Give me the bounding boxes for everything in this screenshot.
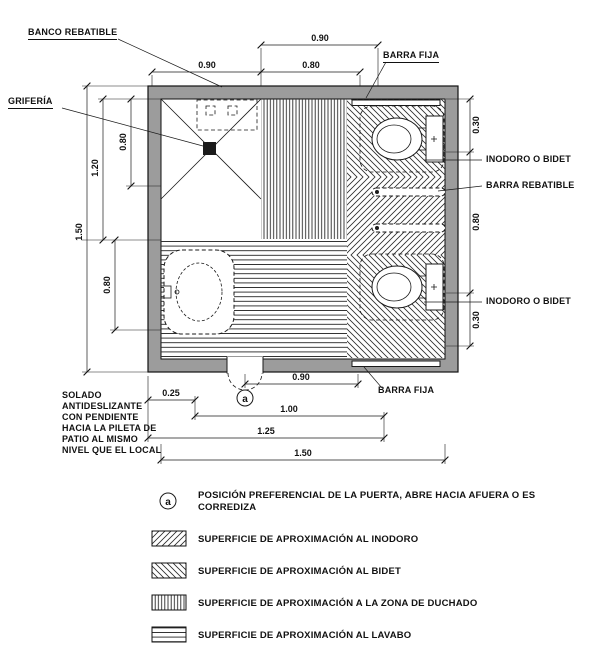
dim-bottom-100: 1.00 (280, 404, 298, 414)
folding-bar-2 (371, 223, 446, 233)
shower-area (160, 98, 262, 200)
toilet-clearance (359, 253, 445, 321)
leader-lines (61, 38, 483, 389)
lavatory-basin (175, 262, 223, 322)
legend-swatch-diagonal-hatch-left (151, 562, 187, 579)
legend-item-lavabo: SUPERFICIE DE APROXIMACIÓN AL LAVABO (198, 630, 412, 641)
legend-door-letter: a (165, 497, 171, 508)
lavatory-tap-icon (160, 285, 172, 299)
folding-bar-pivot (375, 190, 379, 194)
callout-inodoro-o-bidet-top: INODORO O BIDET (486, 154, 572, 164)
folding-bar-1 (371, 187, 446, 197)
door: a (226, 356, 264, 407)
dim-bottom-150: 1.50 (294, 448, 312, 458)
callout-inodoro-o-bidet-bottom: INODORO O BIDET (486, 296, 572, 306)
dimension-lines (86, 44, 471, 461)
legend-item-inodoro: SUPERFICIE DE APROXIMACIÓN AL INODORO (198, 534, 419, 545)
legend-door-marker (159, 492, 177, 510)
dimension-texts: 0.90 0.90 0.80 0.30 0.80 0.30 0.80 1.20 … (74, 33, 481, 458)
dim-top-left: 0.90 (198, 60, 216, 70)
legend-graphics: a (151, 492, 187, 643)
toilet-flush-icon (431, 136, 437, 142)
toilet-bowl-inner (376, 272, 412, 302)
dim-bottom-090: 0.90 (292, 372, 310, 382)
legend-swatch-diagonal-hatch-right (151, 530, 187, 547)
folding-bar-pivot (375, 226, 379, 230)
shower-approach-hatch (261, 99, 347, 239)
lavatory-drain-icon (174, 289, 180, 295)
dim-top-upper: 0.90 (311, 33, 329, 43)
door-opening (227, 356, 263, 374)
toilet-flush-icon (431, 284, 437, 290)
callout-griferia: GRIFERÍA (8, 96, 53, 109)
door-position-marker (236, 389, 254, 407)
grab-bars (351, 99, 446, 367)
dim-left-120: 1.20 (90, 159, 100, 177)
dim-bottom-025: 0.25 (162, 388, 180, 398)
callout-barra-rebatible: BARRA REBATIBLE (486, 180, 575, 190)
dim-top-mid: 0.80 (302, 60, 320, 70)
toilet-bowl (371, 265, 423, 309)
dim-right-top: 0.30 (471, 116, 481, 134)
legend-swatch-horizontal-lines (151, 626, 187, 643)
toilet-top (359, 105, 445, 173)
legend-item-duchado: SUPERFICIE DE APROXIMACIÓN A LA ZONA DE … (198, 598, 478, 609)
callout-barra-fija-top: BARRA FIJA (383, 50, 440, 63)
dim-left-inner-bottom: 0.80 (102, 276, 112, 294)
legend-door-note: POSICIÓN PREFERENCIAL DE LA PUERTA, ABRE… (198, 490, 536, 513)
dim-left-150: 1.50 (74, 223, 84, 241)
door-position-letter: a (242, 394, 248, 405)
fixed-bar-top (351, 99, 441, 106)
dim-right-bottom: 0.30 (471, 311, 481, 329)
toilet-bowl (371, 117, 423, 161)
shower-drain-faucet-icon (203, 142, 216, 155)
lavatory-outline (163, 249, 235, 335)
toilet-bowl-inner (376, 124, 412, 154)
legend-swatch-vertical-lines (151, 594, 187, 611)
dim-bottom-125: 1.25 (257, 426, 275, 436)
lavatory-fixture (160, 249, 235, 335)
solado-note: SOLADO ANTIDESLIZANTE CON PENDIENTE HACI… (62, 390, 162, 455)
callout-barra-fija-bottom: BARRA FIJA (378, 385, 435, 395)
fixed-bar-bottom (351, 360, 441, 367)
folding-bench (196, 99, 258, 131)
legend-item-bidet: SUPERFICIE DE APROXIMACIÓN AL BIDET (198, 566, 401, 577)
dim-left-inner-top: 0.80 (118, 133, 128, 151)
callout-banco-rebatible: BANCO REBATIBLE (28, 27, 118, 40)
dim-right-mid: 0.80 (471, 213, 481, 231)
toilet-bottom (359, 253, 445, 321)
